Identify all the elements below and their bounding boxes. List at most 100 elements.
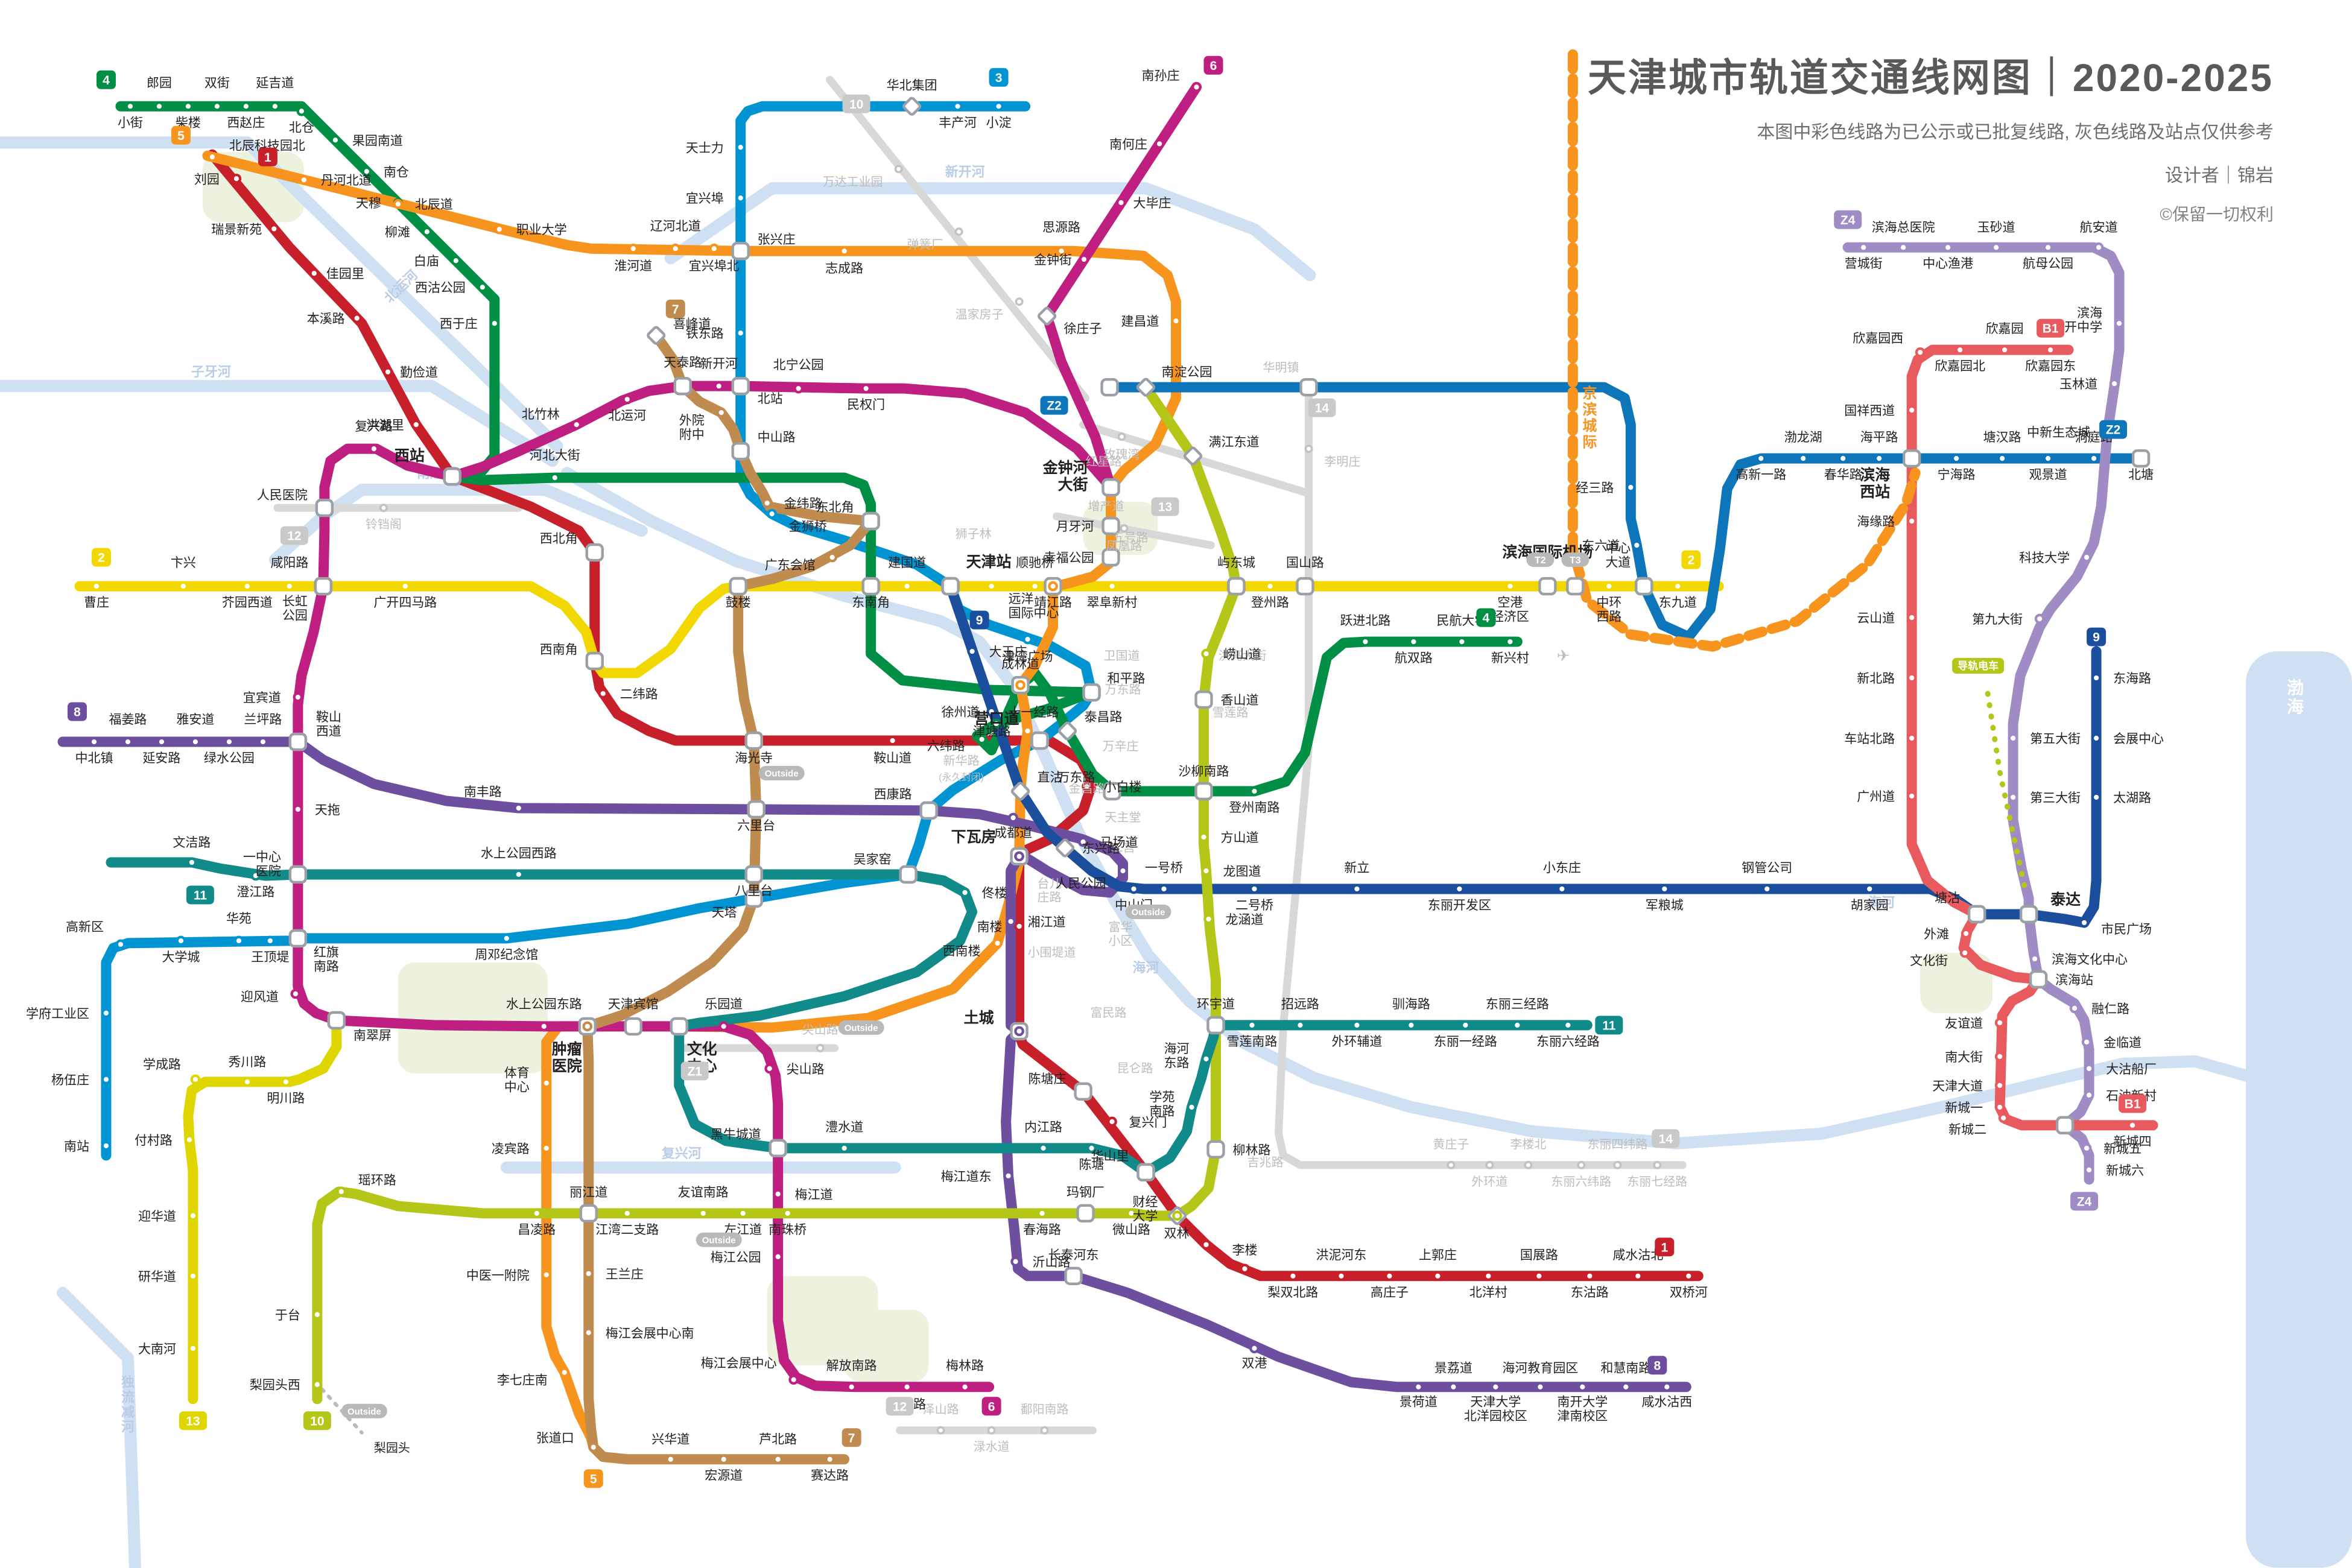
station-label: 靖江路 bbox=[1034, 596, 1072, 610]
station-label: 洪泥河东 bbox=[1316, 1248, 1366, 1262]
station-interchange bbox=[861, 511, 880, 531]
station-label: 财经大学 bbox=[1133, 1195, 1158, 1224]
station-dot bbox=[1951, 453, 1962, 464]
station-label: 张兴庄 bbox=[758, 233, 796, 247]
station-interchange bbox=[1206, 1140, 1225, 1159]
station-interchange bbox=[585, 543, 604, 562]
line-badge-text: 7 bbox=[848, 1431, 855, 1445]
station-dot bbox=[369, 443, 379, 454]
station-label: 南何庄 bbox=[1109, 138, 1147, 151]
station-dot bbox=[1761, 884, 1772, 894]
station-dot bbox=[1505, 581, 1515, 592]
station-label: 鞍山道 bbox=[873, 751, 911, 765]
ref-station-label: 温家房子 bbox=[956, 308, 1004, 321]
station-interchange bbox=[744, 731, 763, 750]
station-label: 国展路 bbox=[1520, 1248, 1558, 1262]
station-dot bbox=[762, 498, 772, 508]
station-diamond bbox=[647, 326, 666, 345]
station-label: 滨海总医院 bbox=[1872, 221, 1935, 235]
station-label: 梅江道东 bbox=[941, 1170, 992, 1184]
line-badge-text: 13 bbox=[186, 1414, 200, 1428]
station-label: 福姜路 bbox=[109, 713, 147, 727]
station-dot bbox=[902, 1382, 912, 1393]
station-dot bbox=[1171, 315, 1181, 326]
station-label: 南淀公园 bbox=[1162, 365, 1212, 379]
station-label: 研华道 bbox=[138, 1270, 176, 1284]
station-label: 辽河北道 bbox=[650, 220, 701, 233]
station-dot bbox=[714, 381, 724, 391]
station-dot bbox=[1994, 1051, 2005, 1062]
line-badge-13 bbox=[1151, 497, 1179, 516]
ref-label: 富华小区 bbox=[1109, 920, 1133, 947]
station-label: 民权门 bbox=[847, 398, 885, 412]
line-13 bbox=[183, 1015, 342, 1405]
station-dot bbox=[1249, 1343, 1260, 1354]
ref-station bbox=[816, 1043, 825, 1052]
station-label: 喜峰道 bbox=[673, 317, 711, 331]
station-dot bbox=[190, 1074, 201, 1085]
station-dot bbox=[186, 857, 197, 868]
outside-badge bbox=[1125, 904, 1171, 919]
station-dot bbox=[1107, 1116, 1117, 1127]
line-badge-14 bbox=[1308, 398, 1336, 417]
station-dot bbox=[176, 935, 186, 946]
station-label: 津湾广场 bbox=[1003, 650, 1053, 664]
line-badge-text: 14 bbox=[1315, 402, 1330, 416]
ref-label: (永久封闭) bbox=[939, 772, 984, 783]
station-diamond bbox=[1011, 782, 1030, 801]
station-dot bbox=[1942, 242, 1953, 253]
station-label: 凌宾路 bbox=[492, 1142, 530, 1156]
river bbox=[0, 380, 559, 467]
station-dot bbox=[265, 935, 276, 946]
station-dot bbox=[1154, 139, 1165, 149]
station-interchange bbox=[1227, 577, 1246, 596]
station-label: 丽江道 bbox=[569, 1186, 607, 1200]
line-badge-1 bbox=[258, 147, 277, 166]
station-dot bbox=[1557, 884, 1567, 894]
station-dot bbox=[2079, 917, 2090, 928]
outside-badge bbox=[696, 1232, 742, 1247]
station-label: 勤俭道 bbox=[400, 366, 438, 380]
line-badge-B1 bbox=[2119, 1094, 2147, 1113]
station-label: 欣嘉园西 bbox=[1853, 332, 1903, 346]
station-interchange bbox=[288, 865, 308, 884]
station-label: 延吉道 bbox=[256, 76, 294, 90]
station-dot bbox=[1008, 812, 1018, 823]
layer-label: 万达工业园弹簧厂温家房子铃铛阁泽山路渌水道鄱阳南路玫瑰湾凤凰路李明庄黄庄子外环道… bbox=[26, 69, 2164, 1482]
station-dot bbox=[411, 419, 422, 430]
station-dot bbox=[1265, 581, 1275, 592]
station-dot bbox=[550, 472, 560, 483]
line-badge-Z2 bbox=[1040, 396, 1068, 415]
station-label: 西站 bbox=[395, 447, 425, 464]
station-dot bbox=[1249, 786, 1260, 797]
line-badge-5 bbox=[171, 125, 191, 145]
station-dot bbox=[2084, 1063, 2094, 1074]
station-label: 佟楼 bbox=[982, 887, 1007, 900]
station-dot bbox=[735, 142, 746, 153]
station-label: 广州道 bbox=[1857, 790, 1895, 804]
station-label: 上郭庄 bbox=[1419, 1248, 1457, 1262]
station-interchange bbox=[744, 865, 763, 884]
station-label: 东北角 bbox=[816, 501, 854, 514]
station-dot bbox=[1014, 921, 1024, 932]
station-dot bbox=[788, 1374, 799, 1385]
station-label: 东沽路 bbox=[1571, 1286, 1609, 1300]
line-badge-text: B1 bbox=[2125, 1097, 2141, 1111]
river bbox=[664, 182, 1316, 282]
station-label: 人民医院 bbox=[257, 488, 308, 502]
station-label: 梅江道 bbox=[795, 1188, 833, 1202]
station-dot bbox=[1030, 581, 1040, 592]
outside-badge bbox=[341, 1403, 387, 1418]
station-label: 大沽船厂 bbox=[2106, 1063, 2157, 1076]
station-dot bbox=[583, 1327, 594, 1338]
station-label: 肿瘤医院 bbox=[552, 1040, 582, 1075]
station-dot bbox=[773, 1454, 783, 1465]
station-dot bbox=[2081, 552, 2092, 563]
station-label: 东海路 bbox=[2113, 672, 2151, 686]
station-interchange bbox=[2131, 449, 2151, 468]
station-dot bbox=[598, 688, 609, 699]
station-label: 南仓 bbox=[384, 165, 409, 179]
station-dot bbox=[2091, 672, 2102, 683]
station-label: 新城一 bbox=[1945, 1101, 1983, 1115]
river-label: 独流减河 bbox=[121, 1375, 135, 1435]
